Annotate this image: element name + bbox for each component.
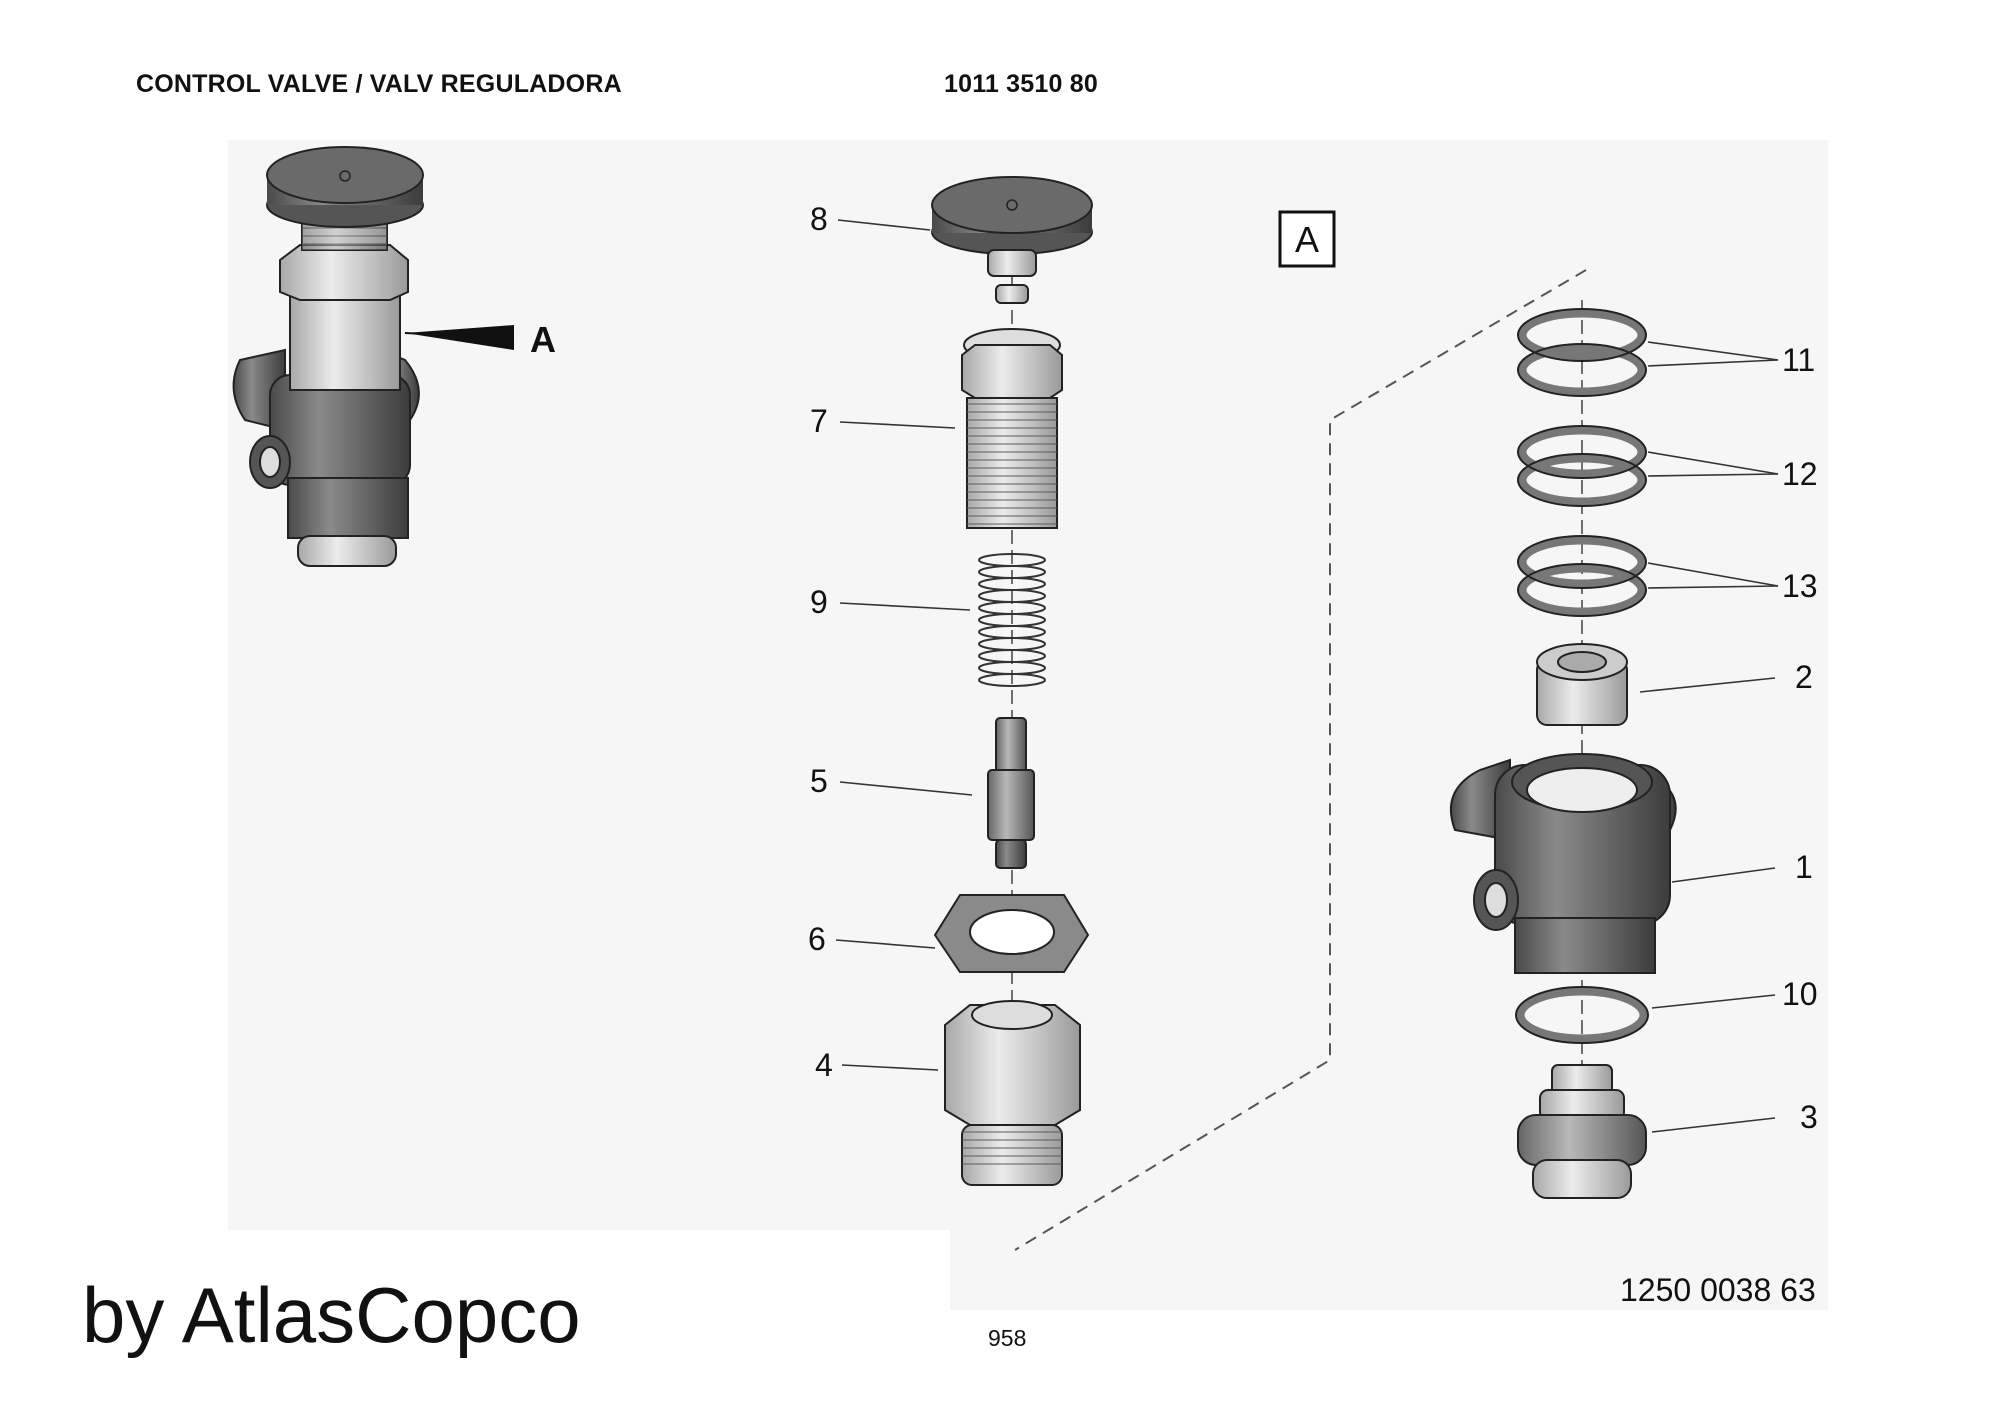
callout-1: 1	[1795, 849, 1813, 885]
assembled-valve: A	[232, 146, 556, 567]
callout-3: 3	[1800, 1099, 1818, 1135]
view-label: A	[530, 319, 556, 360]
callout-5: 5	[810, 763, 828, 799]
callout-11: 11	[1782, 342, 1815, 378]
leader-lines	[835, 219, 1779, 1133]
drawing-title: CONTROL VALVE / VALV REGULADORA	[136, 70, 622, 98]
detail-box	[1278, 210, 1336, 268]
detail-boundary	[1014, 269, 1587, 1251]
callout-6: 6	[808, 921, 826, 957]
callout-9: 9	[810, 584, 828, 620]
callout-labels: 8 7 9 5 6 4 11 12 13 2 1 10 3	[808, 201, 1818, 1135]
callout-4: 4	[815, 1047, 833, 1083]
callout-2: 2	[1795, 659, 1813, 695]
callout-12: 12	[1782, 456, 1818, 492]
center-exploded-column	[931, 176, 1093, 1186]
callout-7: 7	[810, 403, 828, 439]
document-number: 1250 0038 63	[1620, 1272, 1816, 1308]
callout-10: 10	[1782, 976, 1818, 1012]
detail-box-label: A	[1295, 219, 1319, 260]
callout-13: 13	[1782, 568, 1818, 604]
watermark: by AtlasCopco	[82, 1271, 581, 1359]
right-exploded-column	[1450, 300, 1677, 1199]
callout-8: 8	[810, 201, 828, 237]
page-number: 958	[988, 1325, 1027, 1351]
drawing-panel-lower	[950, 1230, 1828, 1310]
part-number: 1011 3510 80	[944, 70, 1098, 98]
